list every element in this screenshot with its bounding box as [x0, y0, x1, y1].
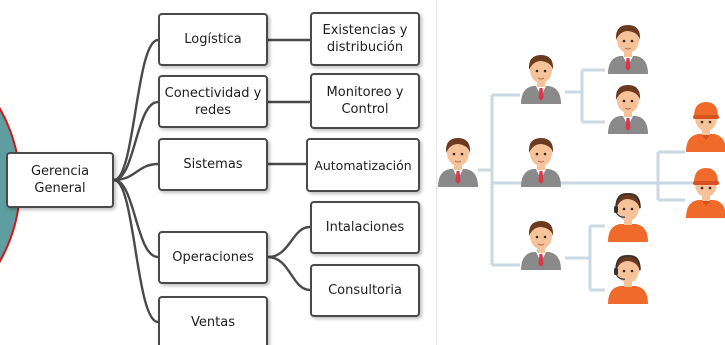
connector-lines [112, 38, 312, 324]
person-icon [520, 137, 562, 188]
node-ventas: Ventas [158, 296, 268, 345]
tree-lines [478, 68, 720, 292]
worker-icon [686, 168, 725, 218]
headset-icon [607, 192, 649, 243]
worker-icon [686, 102, 725, 152]
connector-logistica [112, 38, 160, 182]
person-icon [437, 137, 479, 188]
person-icon [607, 84, 649, 135]
connector-intalaciones [266, 225, 312, 259]
person-icon [520, 220, 562, 271]
connector-operaciones [112, 178, 160, 259]
connector-consultoria [266, 255, 312, 292]
node-logistica: Logística [158, 13, 268, 66]
node-existencias-distribucion: Existencias y distribución [310, 12, 420, 66]
node-consultoria: Consultoria [310, 264, 420, 317]
node-automatizacion: Automatización [306, 138, 420, 192]
node-monitoreo-control: Monitoreo y Control [310, 73, 420, 129]
connector-sistemas [112, 162, 160, 182]
person-icon [520, 54, 562, 105]
node-intalaciones: Intalaciones [310, 201, 420, 254]
node-conectividad-redes: Conectividad y redes [158, 75, 268, 128]
node-gerencia-general: Gerencia General [6, 152, 114, 208]
node-sistemas: Sistemas [158, 138, 268, 191]
connector-ventas [112, 178, 160, 324]
node-operaciones: Operaciones [158, 231, 268, 284]
connector-conectividad [112, 100, 160, 182]
panel-divider [436, 0, 437, 345]
headset-icon [607, 254, 649, 305]
person-icon [607, 24, 649, 75]
